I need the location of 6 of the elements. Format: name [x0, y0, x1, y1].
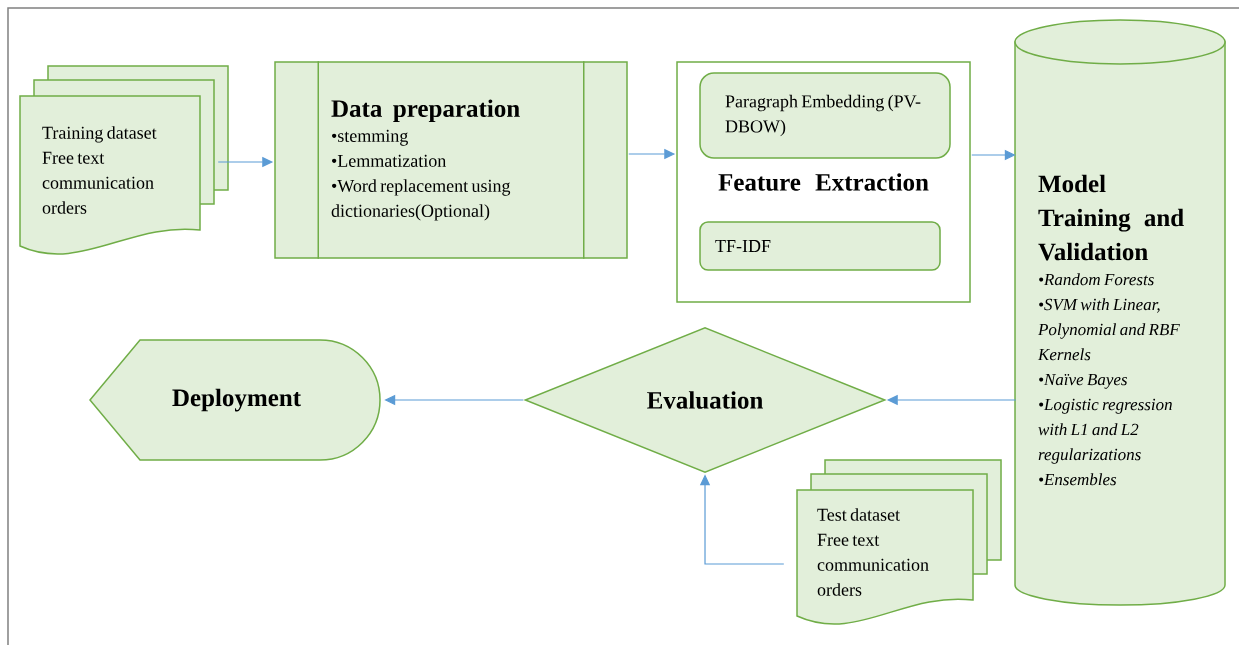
rounded-box: TF-IDF — [699, 221, 941, 271]
process-box: Data preparation •stemming •Lemmatization •Word replacement using dictionaries(Optional) — [274, 60, 628, 260]
document-stack: Test dataset Free text communication orders — [796, 459, 1002, 625]
rounded-box: Paragraph Embedding (PV-DBOW) — [699, 72, 951, 159]
document-stack: Training dataset Free text communication orders — [19, 65, 229, 255]
database-cylinder: Model Training and Validation •Random Forests •SVM with Linear, Polynomial and RBF Kernels •Naïve Bayes •Logistic regression with L1 and L2 regularizations •Ensembles — [1014, 19, 1226, 606]
